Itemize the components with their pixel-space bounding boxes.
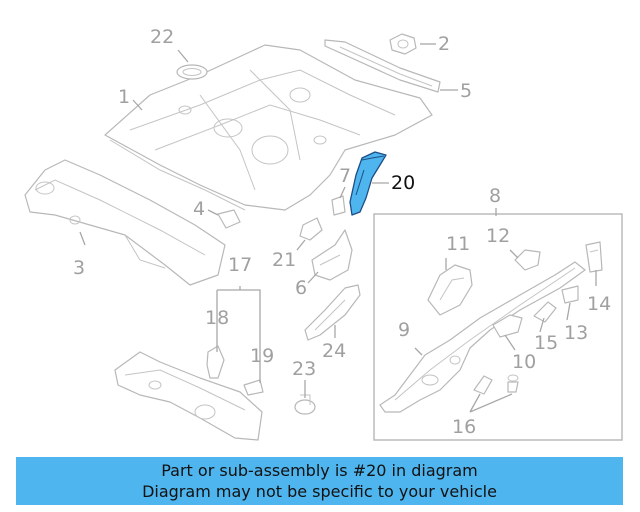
part-21-bracket — [299, 217, 323, 241]
part-7-bracket — [331, 195, 346, 216]
part-3-front-cross-member — [24, 159, 226, 286]
banner-line-part: Part or sub-assembly is #20 in diagram — [161, 461, 478, 480]
callout-12: 12 — [486, 225, 510, 247]
banner-line-disclaimer: Diagram may not be specific to your vehi… — [142, 482, 497, 501]
callout-11: 11 — [446, 233, 470, 255]
callout-10: 10 — [512, 351, 536, 373]
callout-6: 6 — [295, 277, 307, 299]
callout-24: 24 — [322, 340, 346, 362]
part-19-bracket — [243, 379, 264, 396]
part-5-cross-member — [324, 39, 441, 93]
callout-16: 16 — [452, 416, 476, 438]
part-2-bracket — [389, 33, 417, 55]
part-16-clips — [473, 374, 519, 395]
part-22-pad — [176, 64, 208, 80]
part-18-bracket — [206, 345, 225, 379]
callout-9: 9 — [398, 319, 410, 341]
callout-14: 14 — [587, 293, 611, 315]
callout-15: 15 — [534, 332, 558, 354]
callout-17: 17 — [228, 254, 252, 276]
part-17-rear-panel — [114, 351, 263, 441]
callout-23: 23 — [292, 358, 316, 380]
part-12-bracket — [514, 249, 541, 271]
callout-20[interactable]: 20 — [391, 172, 415, 194]
part-14-bracket — [585, 241, 603, 273]
callout-8: 8 — [489, 185, 501, 207]
part-4-bracket — [217, 209, 241, 229]
callout-labels: 1 22 2 5 3 4 7 21 6 24 20 8 11 12 14 13 … — [73, 26, 611, 438]
part-11-bracket — [427, 264, 473, 316]
callout-3: 3 — [73, 257, 85, 279]
part-1-rear-floor-pan — [104, 44, 433, 211]
part-20-highlighted[interactable] — [349, 151, 387, 216]
info-banner: Part or sub-assembly is #20 in diagram D… — [16, 457, 623, 505]
inset-box-8 — [373, 213, 623, 441]
leader-lines — [79, 43, 597, 413]
callout-13: 13 — [564, 322, 588, 344]
part-15-bracket — [533, 301, 557, 323]
callout-22: 22 — [150, 26, 174, 48]
part-10-bracket — [492, 314, 523, 338]
part-6-bracket — [311, 229, 353, 281]
parts-diagram: 1 22 2 5 3 4 7 21 6 24 20 8 11 12 14 13 … — [24, 26, 623, 441]
part-23-plug — [294, 394, 316, 415]
callout-4: 4 — [193, 198, 205, 220]
callout-21: 21 — [272, 249, 296, 271]
part-13-bracket — [561, 285, 579, 304]
callout-7: 7 — [339, 165, 351, 187]
part-9-side-member — [379, 261, 586, 413]
callout-19: 19 — [250, 345, 274, 367]
callout-2: 2 — [438, 33, 450, 55]
callout-5: 5 — [460, 80, 472, 102]
callout-1: 1 — [118, 86, 130, 108]
callout-18: 18 — [205, 307, 229, 329]
part-24-extension — [304, 284, 361, 341]
